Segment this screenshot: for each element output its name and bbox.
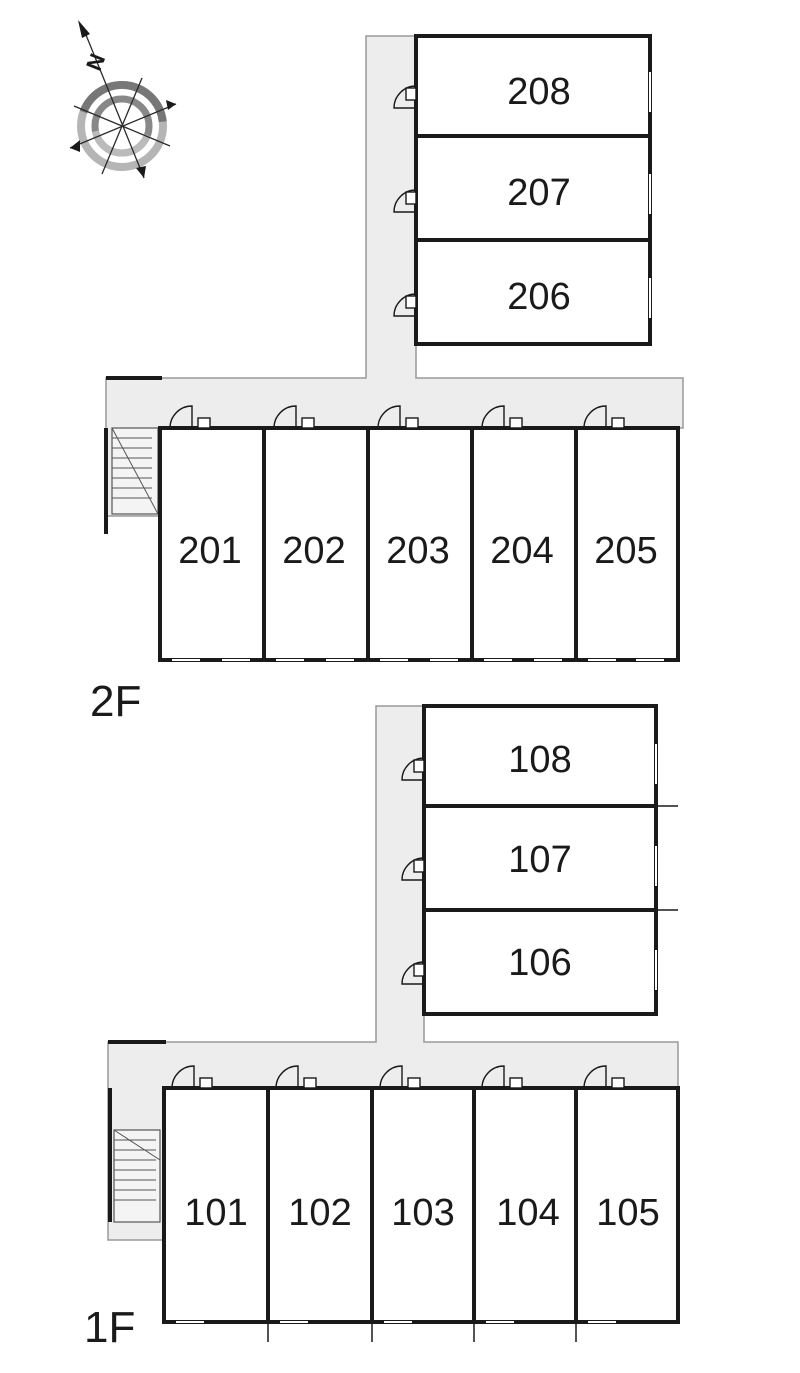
unit-203: 203 — [366, 405, 474, 662]
unit-107: 107 — [401, 804, 658, 912]
unit-104: 104 — [472, 1065, 578, 1324]
unit-label: 207 — [507, 172, 570, 214]
unit-label: 103 — [391, 1192, 454, 1234]
floor-label-2f: 2F — [90, 677, 141, 726]
unit-label: 101 — [184, 1192, 247, 1234]
unit-108: 108 — [401, 704, 658, 808]
floor-2f: 208 207 206 201 — [90, 34, 684, 726]
unit-106: 106 — [401, 908, 658, 1016]
unit-208: 208 — [393, 34, 652, 138]
compass-rose-icon — [69, 20, 177, 179]
unit-102: 102 — [266, 1065, 374, 1324]
unit-label: 201 — [178, 530, 241, 572]
unit-label: 208 — [507, 71, 570, 113]
stairs-2f — [111, 427, 159, 515]
stairs-1f — [113, 1129, 161, 1223]
unit-label: 106 — [508, 942, 571, 984]
unit-label: 206 — [507, 276, 570, 318]
unit-201: 201 — [158, 405, 266, 662]
unit-label: 102 — [288, 1192, 351, 1234]
unit-207: 207 — [393, 134, 652, 242]
unit-label: 108 — [508, 739, 571, 781]
unit-204: 204 — [470, 405, 578, 662]
unit-202: 202 — [262, 405, 370, 662]
unit-101: 101 — [162, 1065, 270, 1324]
unit-105: 105 — [574, 1065, 680, 1324]
unit-label: 202 — [282, 530, 345, 572]
compass-north-label: N — [81, 50, 110, 74]
unit-206: 206 — [393, 238, 652, 346]
unit-label: 205 — [594, 530, 657, 572]
unit-label: 204 — [490, 530, 553, 572]
unit-label: 104 — [496, 1192, 559, 1234]
unit-label: 105 — [596, 1192, 659, 1234]
unit-label: 107 — [508, 839, 571, 881]
floor-label-1f: 1F — [84, 1303, 135, 1352]
unit-label: 203 — [386, 530, 449, 572]
floor-1f: 108 107 106 101 — [84, 704, 680, 1352]
unit-103: 103 — [370, 1065, 476, 1324]
unit-205: 205 — [574, 405, 680, 662]
